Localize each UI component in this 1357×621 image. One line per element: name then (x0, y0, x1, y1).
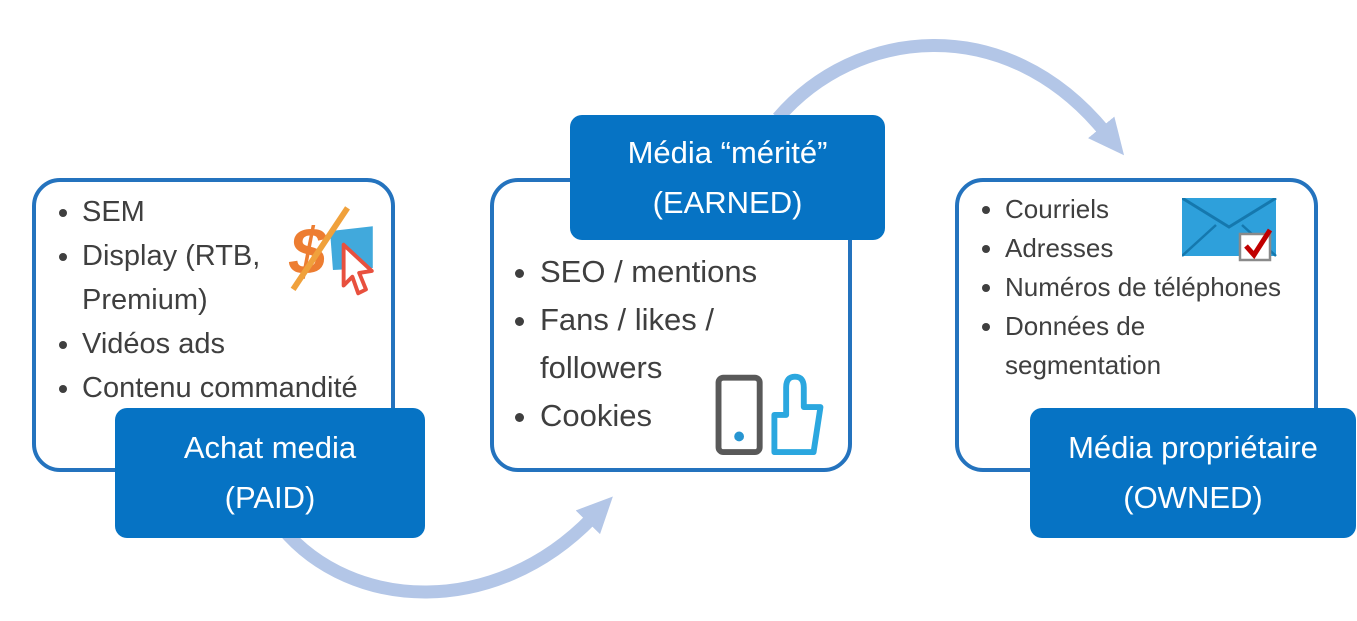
list-item: Display (RTB, Premium) (82, 234, 383, 322)
owned-label-title: Média propriétaire (1068, 430, 1318, 465)
earned-media-list: SEO / mentions Fans / likes / followers … (494, 182, 848, 440)
arrow-paid-to-earned (277, 496, 613, 599)
paid-media-list: SEM Display (RTB, Premium) Vidéos ads Co… (36, 182, 391, 410)
owned-media-list: Courriels Adresses Numéros de téléphones… (959, 182, 1314, 385)
owned-label-subtitle: (OWNED) (1123, 480, 1263, 515)
pay-per-click-icon: $ (288, 206, 374, 296)
list-item: Vidéos ads (82, 322, 383, 366)
list-item: SEM (82, 190, 383, 234)
earned-media-label: Média “mérité” (EARNED) (570, 115, 885, 240)
arrow-earned-to-owned (773, 39, 1125, 156)
list-item: Cookies (540, 392, 840, 440)
list-item: Contenu commandité (82, 366, 383, 410)
thumb-up-device-icon (715, 373, 824, 456)
list-item: Données de segmentation (1005, 307, 1306, 385)
paid-media-card: SEM Display (RTB, Premium) Vidéos ads Co… (32, 178, 395, 472)
email-checkbox-icon (1182, 198, 1277, 262)
owned-media-label: Média propriétaire (OWNED) (1030, 408, 1356, 538)
earned-label-title: Média “mérité” (627, 134, 828, 170)
list-item: Fans / likes / followers (540, 296, 840, 392)
list-item: Numéros de téléphones (1005, 268, 1306, 307)
paid-label-subtitle: (PAID) (224, 480, 316, 515)
earned-label-subtitle: (EARNED) (652, 184, 803, 220)
list-item: Courriels (1005, 190, 1306, 229)
paid-label-title: Achat media (183, 430, 357, 465)
list-item: SEO / mentions (540, 248, 840, 296)
paid-media-label: Achat media (PAID) (115, 408, 425, 538)
list-item: Adresses (1005, 229, 1306, 268)
